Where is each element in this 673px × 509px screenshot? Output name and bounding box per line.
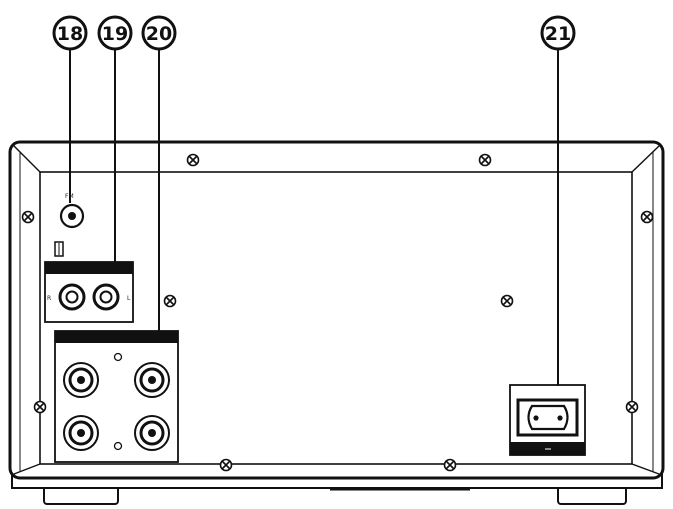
- screw-icon: [21, 210, 35, 224]
- jack-right-label: R: [47, 295, 51, 302]
- screw-icon: [640, 210, 654, 224]
- callout-21-number: 21: [545, 23, 571, 45]
- bevel-line: [631, 145, 660, 173]
- screw-icon: [500, 294, 514, 308]
- callout-leaders: [69, 50, 559, 386]
- speaker-terminal-block: [54, 330, 179, 463]
- bevel-line: [13, 145, 41, 173]
- rca-input-block: R L: [44, 261, 134, 323]
- screw-icon: [219, 458, 233, 472]
- callout-19: 19: [97, 15, 133, 51]
- callout-20-number: 20: [146, 23, 172, 45]
- speaker-terminal-bottom-left: [63, 415, 99, 451]
- screw-icon: [163, 294, 177, 308]
- bevel-line: [13, 463, 41, 475]
- screw-icon: [33, 400, 47, 414]
- speaker-terminal-top-right: [134, 362, 170, 398]
- indicator-dot: [113, 352, 123, 362]
- ac-power-inlet: [509, 384, 586, 456]
- speaker-header-bar: [55, 331, 178, 343]
- screw-icon: [478, 153, 492, 167]
- screw-icon: [186, 153, 200, 167]
- jack-left-label: L: [127, 295, 131, 302]
- indicator-dot: [113, 441, 123, 451]
- callout-20: 20: [141, 15, 177, 51]
- callout-21: 21: [540, 15, 576, 51]
- bevel-line: [631, 463, 660, 475]
- rca-jack-right: [58, 283, 86, 311]
- screw-icon: [625, 400, 639, 414]
- rca-header-bar: [45, 262, 133, 274]
- screw-icon: [443, 458, 457, 472]
- callout-18: 18: [52, 15, 88, 51]
- speaker-terminal-bottom-right: [134, 415, 170, 451]
- inlet-socket-shape: [527, 404, 569, 431]
- rca-jack-left: [92, 283, 120, 311]
- callout-19-number: 19: [102, 23, 128, 45]
- callout-18-number: 18: [57, 23, 83, 45]
- speaker-terminal-top-left: [63, 362, 99, 398]
- fm-antenna-jack: FM: [59, 193, 85, 229]
